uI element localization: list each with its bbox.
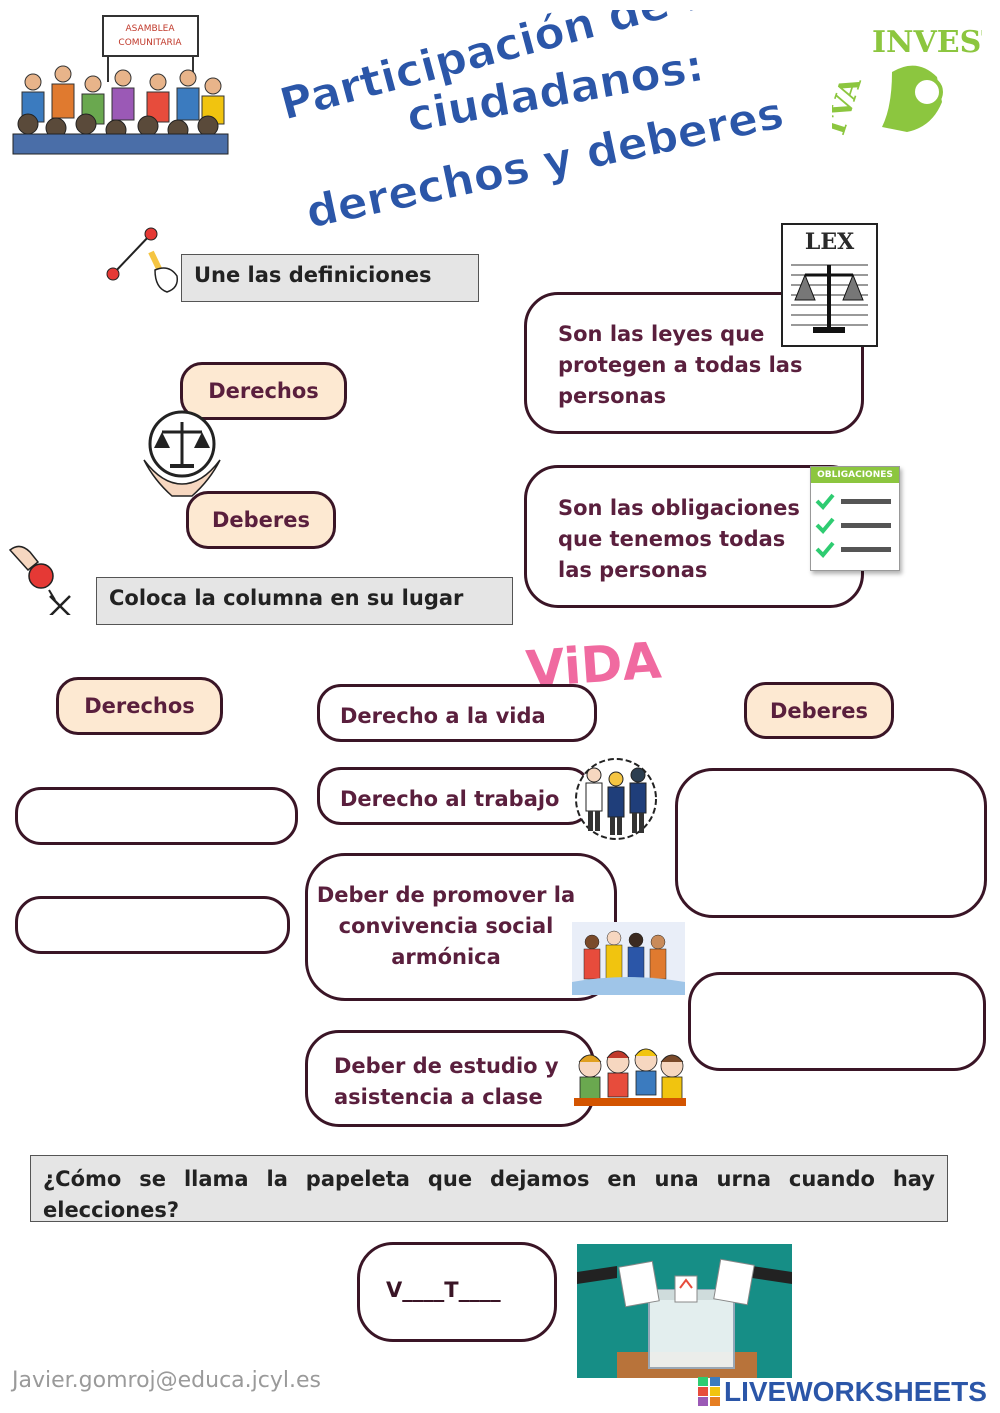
investiga-badge: TVA INVESTIGA [817, 22, 1000, 162]
convivencia-image [572, 922, 685, 995]
svg-text:COMUNITARIA: COMUNITARIA [118, 38, 182, 48]
svg-text:INVESTIGA: INVESTIGA [872, 25, 982, 60]
instruction-match: Une las definiciones [181, 254, 479, 302]
liveworksheets-mark-icon [698, 1377, 720, 1406]
column-header-deberes: Deberes [744, 682, 894, 739]
item-derecho-vida[interactable]: Derecho a la vida [317, 684, 597, 742]
justice-hands-icon [140, 408, 225, 500]
drop-zone-deberes-1[interactable] [675, 768, 987, 918]
term-derechos[interactable]: Derechos [180, 362, 347, 420]
drop-zone-derechos-1[interactable] [15, 787, 298, 845]
column-header-derechos: Derechos [56, 677, 223, 735]
definition-obligaciones[interactable]: Son las obligaciones que tenemos todas l… [524, 465, 864, 608]
ballot-box-image [577, 1244, 792, 1378]
page-title: Participación de los ciudadanos: derecho… [270, 0, 790, 245]
answer-field[interactable]: V____T____ [357, 1242, 557, 1342]
assembly-illustration: ASAMBLEA COMUNITARIA [8, 12, 233, 157]
svg-text:TVA: TVA [832, 72, 868, 142]
liveworksheets-logo: LIVEWORKSHEETS [698, 1374, 987, 1410]
drop-zone-derechos-2[interactable] [15, 896, 290, 954]
drag-drop-icon [5, 540, 80, 617]
instruction-columns: Coloca la columna en su lugar [96, 577, 513, 625]
item-deber-convivencia[interactable]: Deber de promover la convivencia social … [305, 853, 617, 1001]
drop-zone-deberes-2[interactable] [688, 972, 986, 1071]
workers-icon [572, 757, 660, 842]
term-deberes[interactable]: Deberes [186, 491, 336, 549]
item-derecho-trabajo[interactable]: Derecho al trabajo [317, 767, 592, 825]
connect-lines-icon [103, 222, 183, 297]
svg-text:ASAMBLEA: ASAMBLEA [126, 24, 176, 34]
obligaciones-label: OBLIGACIONES [811, 467, 899, 483]
lex-document-icon: LEX [781, 223, 878, 347]
item-deber-estudio[interactable]: Deber de estudio y asistencia a clase [305, 1030, 595, 1127]
author-email: Javier.gomroj@educa.jcyl.es [12, 1368, 321, 1393]
students-icon [572, 1042, 687, 1110]
question-voto: ¿Cómo se llama la papeleta que dejamos e… [30, 1155, 948, 1222]
obligaciones-icon: OBLIGACIONES [810, 466, 900, 571]
lex-label: LEX [804, 229, 855, 255]
